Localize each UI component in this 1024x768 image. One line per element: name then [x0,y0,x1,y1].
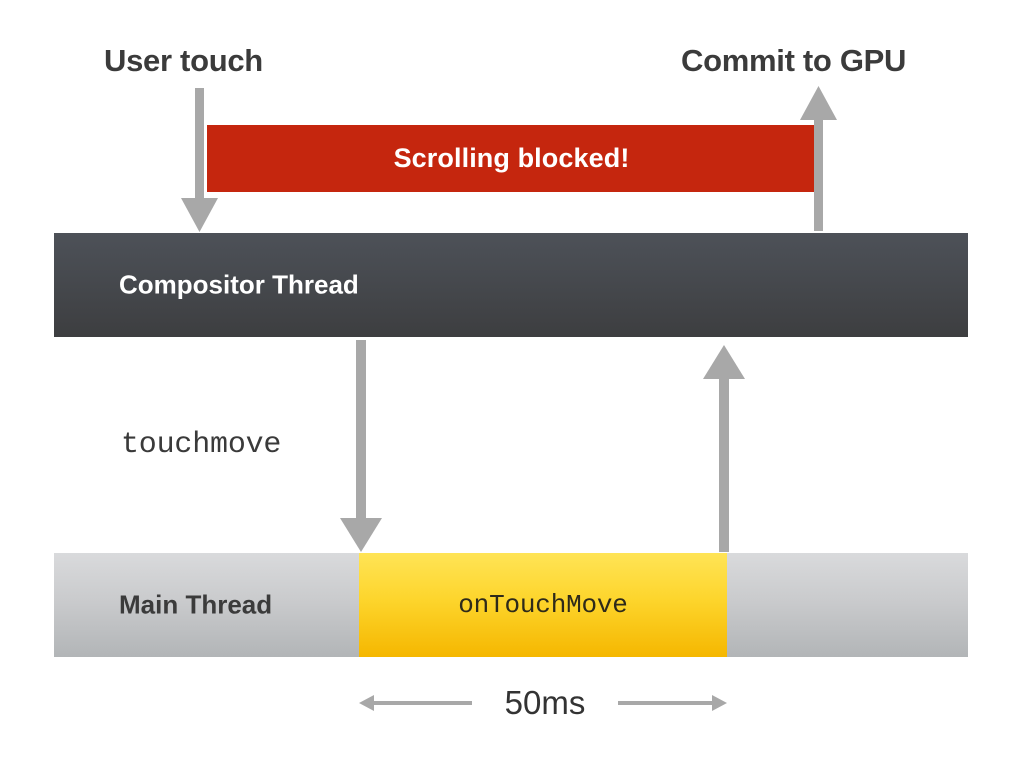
duration-ruler: 50ms [355,680,735,730]
scrolling-blocked-label: Scrolling blocked! [393,143,630,173]
scrolling-blocked-banner: Scrolling blocked! [207,125,816,192]
main-thread-label: Main Thread [119,589,273,620]
main-thread-return-arrow-icon [703,345,745,552]
user-touch-label: User touch [104,43,263,78]
compositor-thread-bar: Compositor Thread [54,233,968,337]
duration-label: 50ms [504,684,586,721]
ontouchmove-label: onTouchMove [458,590,628,620]
commit-to-gpu-label: Commit to GPU [681,43,907,78]
ontouchmove-task-block: onTouchMove [359,553,727,657]
main-thread-bar: Main Thread onTouchMove [54,553,968,657]
touchmove-event-label: touchmove [121,428,282,462]
compositor-thread-label: Compositor Thread [119,269,359,300]
touchmove-dispatch-arrow-icon [340,340,382,552]
